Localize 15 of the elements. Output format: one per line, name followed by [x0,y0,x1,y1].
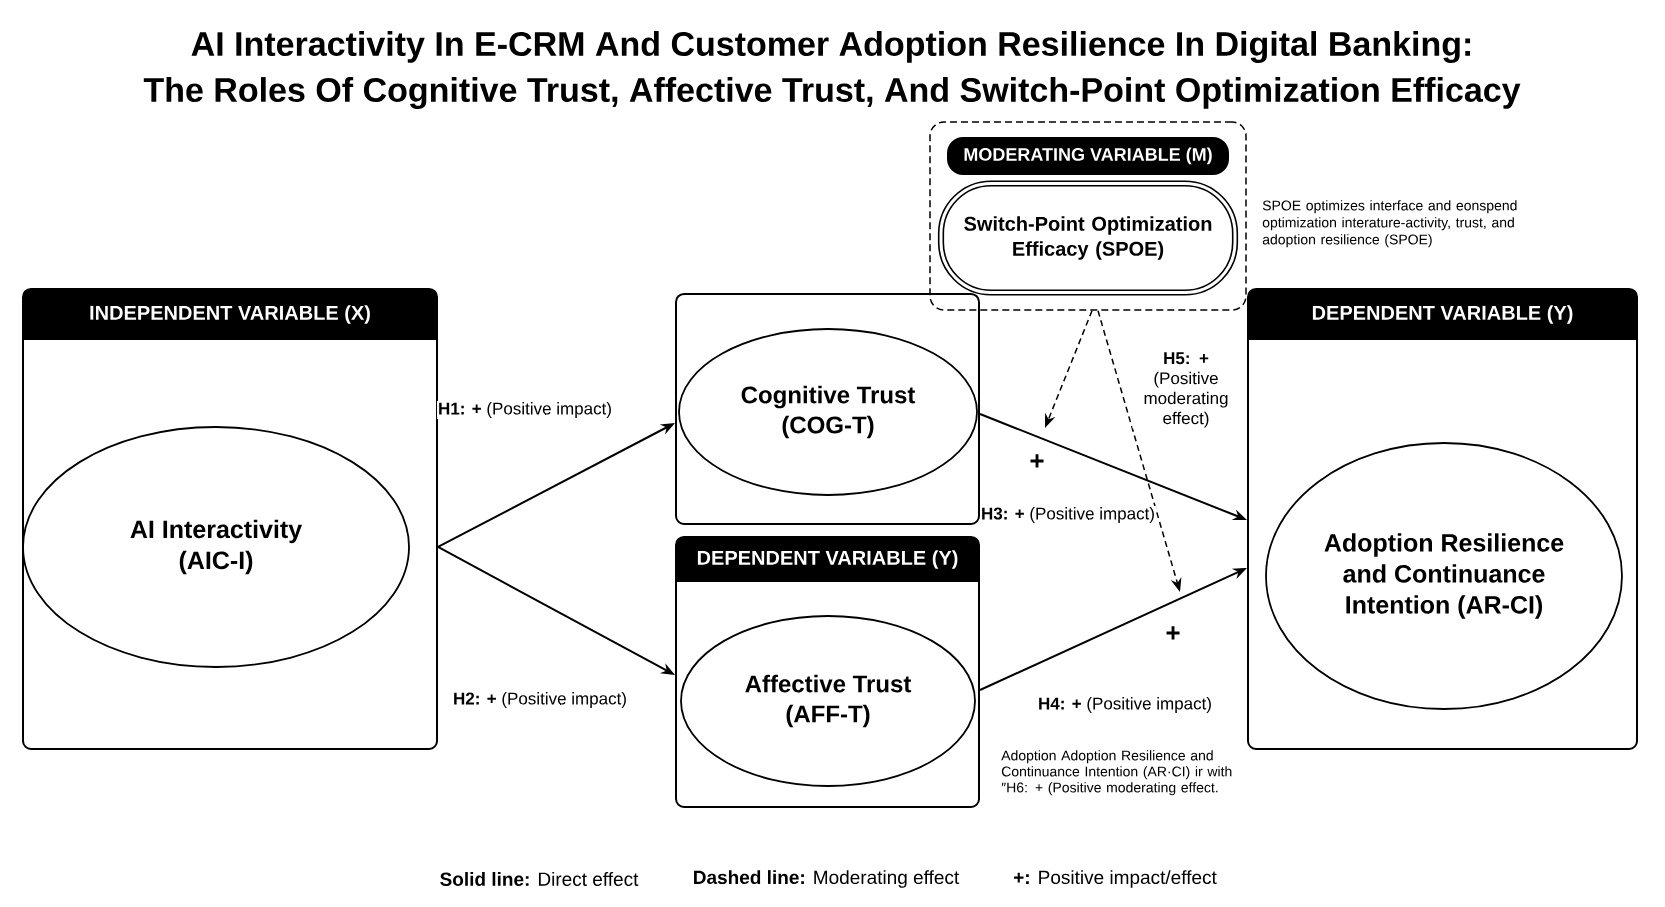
edge-label: H3: + (Positive impact) [980,506,1156,524]
edge-label: H4: + (Positive impact) [1037,696,1213,714]
legend-text: +: Positive impact/effect [1014,870,1217,888]
title: AI Interactivity In E-CRM And Customer Adoption Resilience In Digital Banking: The Roles Of Cognitive Trust, Affective Trust, And Switch-Point Optimization Efficacy [143,31,1521,109]
legend-text: Dashed line: Moderating effect [694,870,960,888]
plus-sign: + [1166,626,1180,640]
edge-label: H1: + (Positive impact) [437,401,613,419]
variable-box [675,293,980,525]
edge-label: H2: + (Positive impact) [452,691,628,709]
plus-sign: + [1030,454,1044,468]
note-text: Adoption Adoption Resilience and Continuance Intention (AR·CI) ir with ″H6: + (Positive moderating effect. [1001,750,1232,796]
legend-text: Solid line: Direct effect [440,872,639,886]
description-text: SPOE optimizes interface and eonspend optimization interature-activity, trust, and adoption resilience (SPOE) [1262,200,1517,248]
moderator-pill: Switch-Point Optimization Efficacy (SPOE) [937,180,1239,296]
edge-label: H5: + (Positive moderating effect) [1132,351,1240,429]
